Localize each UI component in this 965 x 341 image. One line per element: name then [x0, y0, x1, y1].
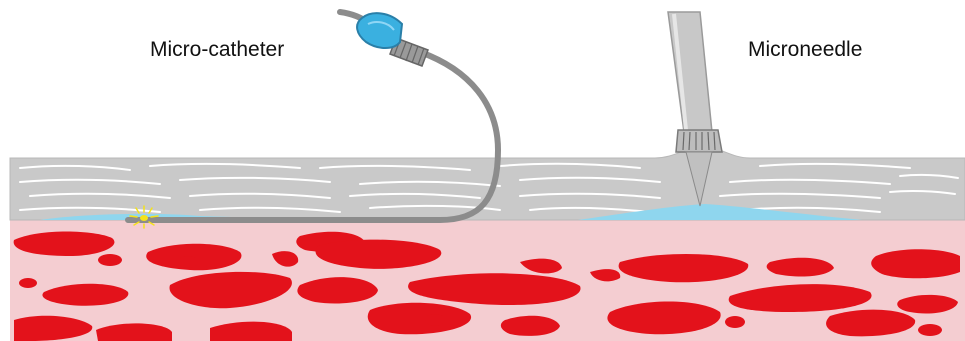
- vessel: [725, 316, 745, 328]
- catheter-tip: [140, 215, 148, 221]
- vessel: [19, 278, 37, 288]
- vessel: [871, 249, 960, 278]
- vessel: [98, 254, 122, 266]
- catheter-hub: [357, 13, 428, 66]
- vessel: [178, 256, 198, 268]
- vessel: [918, 324, 942, 336]
- micro-catheter-label: Micro-catheter: [150, 38, 284, 62]
- vessel: [425, 314, 445, 326]
- microneedle-label: Microneedle: [748, 38, 862, 62]
